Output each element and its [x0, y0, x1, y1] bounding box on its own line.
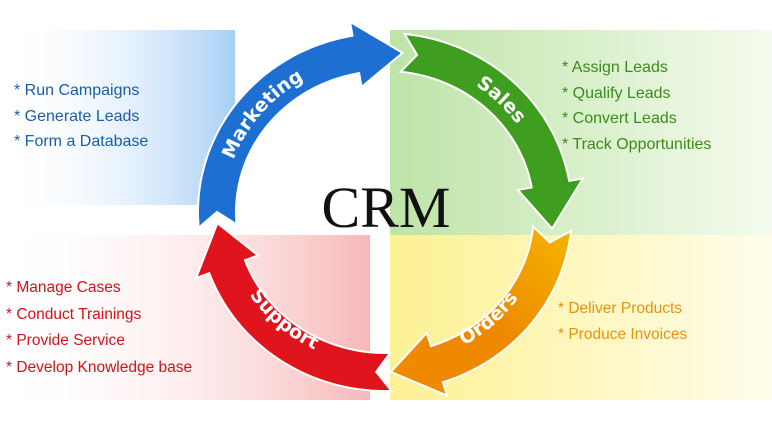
list-item: * Develop Knowledge base — [6, 358, 193, 376]
list-item: * Provide Service — [6, 332, 125, 349]
list-item: * Assign Leads — [562, 59, 668, 76]
sales-arrow — [398, 32, 585, 231]
list-item: * Generate Leads — [14, 107, 140, 125]
support-list: * Manage Cases * Conduct Trainings * Pro… — [6, 275, 192, 381]
list-item: * Manage Cases — [6, 279, 121, 296]
list-item: * Conduct Trainings — [6, 305, 142, 323]
marketing-list: * Run Campaigns * Generate Leads * Form … — [14, 78, 148, 155]
list-item: * Produce Invoices — [558, 325, 688, 343]
orders-list: * Deliver Products * Produce Invoices — [558, 296, 687, 347]
crm-title: CRM — [321, 175, 451, 240]
list-item: * Qualify Leads — [562, 84, 671, 102]
list-item: * Deliver Products — [558, 300, 683, 317]
orders-arrow — [389, 224, 573, 398]
marketing-panel — [0, 30, 235, 205]
list-item: * Run Campaigns — [14, 82, 140, 99]
list-item: * Track Opportunities — [562, 135, 712, 153]
list-item: * Convert Leads — [562, 110, 677, 127]
marketing-arrow — [197, 19, 405, 230]
support-arrow — [194, 221, 394, 393]
list-item: * Form a Database — [14, 133, 149, 150]
sales-list: * Assign Leads * Qualify Leads * Convert… — [562, 55, 711, 157]
